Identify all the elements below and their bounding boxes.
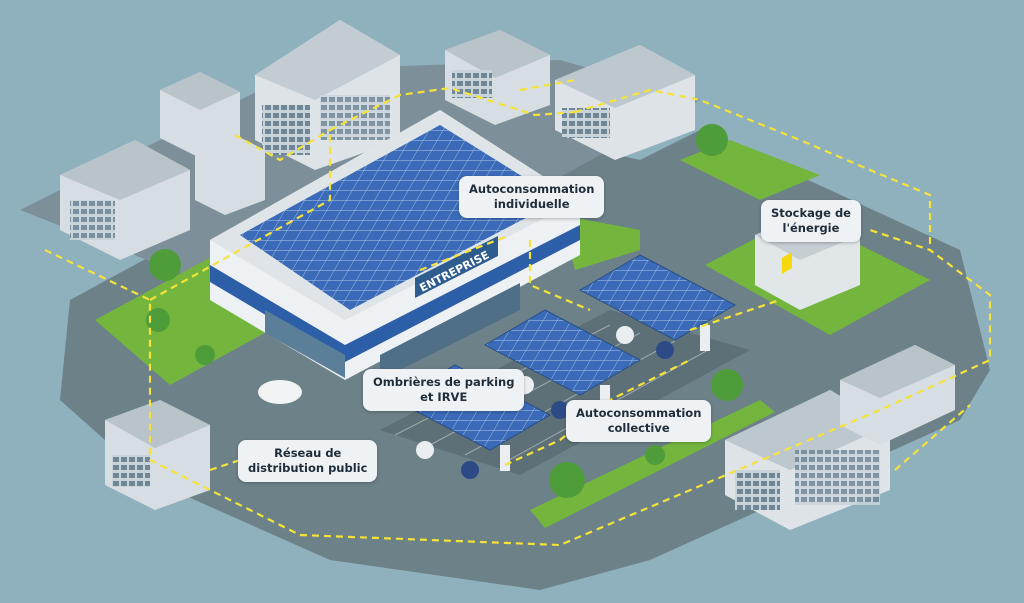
label-line: Autoconsommation: [469, 182, 595, 196]
background-buildings: [60, 20, 955, 530]
label-line: Stockage de: [771, 206, 851, 220]
energy-flow-lines: [44, 78, 992, 547]
label-line: distribution public: [248, 461, 368, 475]
label-line: Ombrières de parking: [373, 375, 515, 389]
label-ombrieres-parking: Ombrières de parking et IRVE: [363, 369, 525, 411]
label-line: et IRVE: [420, 390, 468, 404]
label-reseau-distribution: Réseau de distribution public: [238, 440, 378, 482]
label-autoconsommation-individuelle: Autoconsommation individuelle: [459, 176, 605, 218]
label-line: l'énergie: [782, 221, 840, 235]
label-stockage-energie: Stockage de l'énergie: [761, 200, 861, 242]
label-line: Réseau de: [274, 446, 342, 460]
trees: [146, 124, 743, 498]
label-line: individuelle: [493, 197, 570, 211]
label-line: collective: [607, 421, 670, 435]
label-autoconsommation-collective: Autoconsommation collective: [566, 400, 712, 442]
label-line: Autoconsommation: [576, 406, 702, 420]
